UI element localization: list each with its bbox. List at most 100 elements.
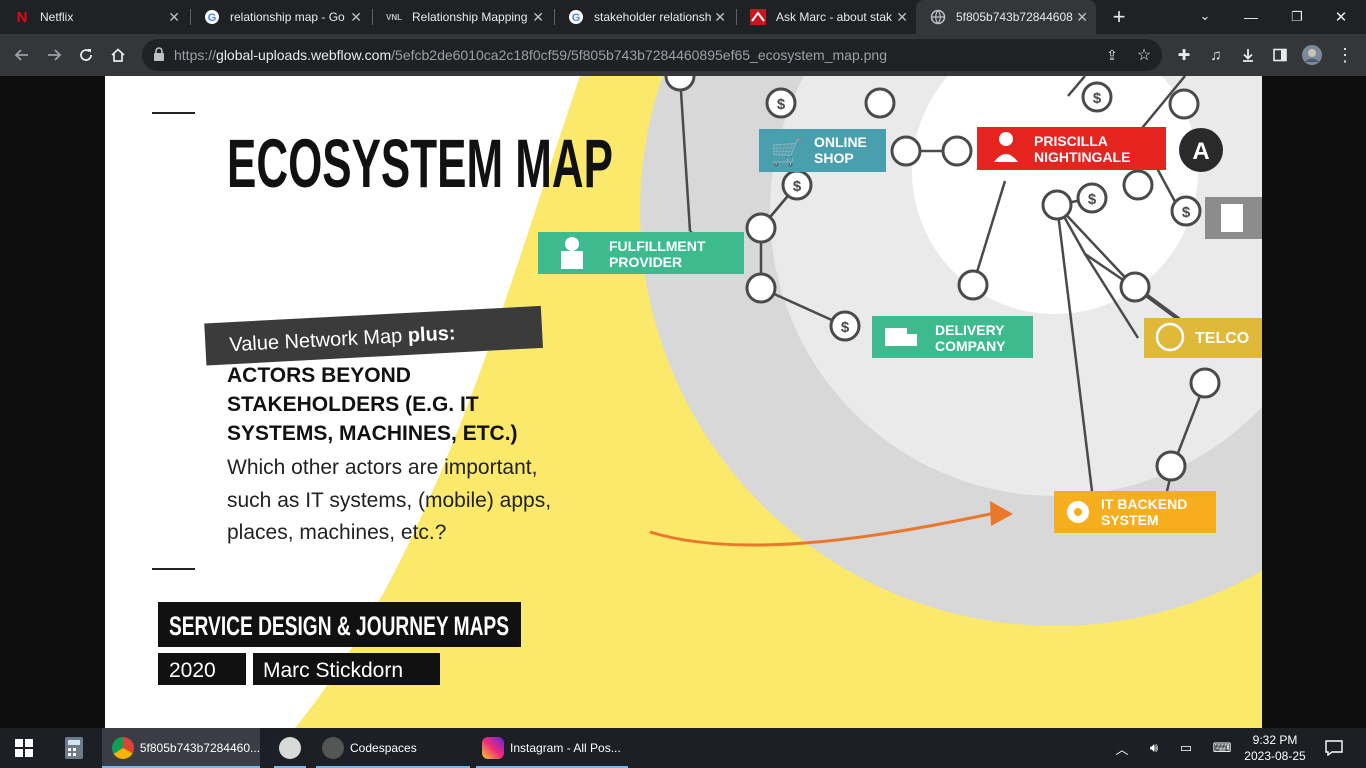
- keyboard-icon[interactable]: ⌨︎: [1212, 740, 1232, 755]
- calculator-icon[interactable]: [56, 728, 92, 768]
- back-button[interactable]: [10, 43, 34, 67]
- persona-body-glyph: [994, 154, 1018, 162]
- reload-button[interactable]: [74, 43, 98, 67]
- windows-logo-icon: [15, 739, 33, 757]
- menu-kebab-icon[interactable]: ⋮: [1336, 44, 1354, 65]
- taskbar-item-yandex[interactable]: [270, 728, 310, 768]
- marc-icon: [750, 9, 766, 25]
- icon-glyphs: $ $ $ $ $ $: [777, 90, 1191, 336]
- taskbar-item-label: Instagram - All Pos...: [510, 741, 621, 755]
- tray-chevron-up-icon[interactable]: ︿: [1115, 741, 1129, 757]
- tab-title: Relationship Mapping: [412, 10, 528, 24]
- tab-relationship-mapping[interactable]: VNL Relationship Mapping ✕: [372, 0, 552, 34]
- fulfillment-label-2: PROVIDER: [609, 254, 682, 270]
- lock-icon[interactable]: [153, 47, 165, 66]
- dollar-node-icon: [829, 310, 861, 342]
- dollar-glyph: $: [1093, 90, 1102, 107]
- node-online-shop: 🛒 ONLINE SHOP: [759, 129, 886, 172]
- node-delivery-company: DELIVERY COMPANY: [872, 316, 1033, 358]
- tab-title: 5f805b743b72844608: [956, 10, 1073, 24]
- cart-glyph: 🛒: [771, 137, 803, 167]
- volume-icon[interactable]: 🔊︎: [1149, 740, 1159, 755]
- new-tab-button[interactable]: +: [1112, 4, 1126, 29]
- close-icon[interactable]: ✕: [1076, 8, 1088, 25]
- bottom-rule: [152, 568, 195, 570]
- truck-body-glyph: [885, 328, 907, 346]
- dollar-node-icon: [1170, 195, 1202, 227]
- tab-netflix[interactable]: N Netflix ✕: [0, 0, 188, 34]
- yandex-icon: [279, 737, 301, 759]
- worker-head-glyph: [565, 237, 579, 251]
- clock[interactable]: 9:32 PM 2023-08-25: [1240, 728, 1310, 768]
- media-control-icon[interactable]: ♫: [1210, 46, 1222, 64]
- restore-button[interactable]: ❐: [1291, 9, 1303, 24]
- page-title: ECOSYSTEM MAP: [227, 125, 613, 202]
- close-icon[interactable]: ✕: [714, 8, 726, 25]
- book-year: 2020: [169, 659, 216, 682]
- tab-title: Ask Marc - about stak: [776, 10, 893, 24]
- document-node-icon: [1041, 189, 1073, 221]
- dollar-node-icon: [1081, 81, 1113, 113]
- minimize-button[interactable]: —: [1244, 9, 1258, 25]
- network-icon[interactable]: ▭: [1179, 740, 1193, 755]
- close-icon[interactable]: ✕: [896, 8, 908, 25]
- tab-ecosystem-map-active[interactable]: 5f805b743b72844608 ✕: [916, 0, 1096, 34]
- extensions-puzzle-icon[interactable]: ✚: [1177, 47, 1191, 64]
- top-rule: [152, 112, 195, 114]
- svg-text:G: G: [572, 12, 581, 24]
- delivery-label-1: DELIVERY: [935, 322, 1005, 338]
- taskbar-item-instagram[interactable]: Instagram - All Pos...: [476, 728, 628, 768]
- truck-cab-glyph: [907, 334, 917, 346]
- it-backend-label-2: SYSTEM: [1101, 512, 1159, 528]
- fulfillment-label-1: FULFILLMENT: [609, 238, 706, 254]
- person-node-icon: [1168, 88, 1200, 120]
- close-window-button[interactable]: ✕: [1334, 9, 1348, 26]
- close-icon[interactable]: ✕: [350, 8, 362, 25]
- book-title-badge: [158, 602, 521, 647]
- google-icon: G: [568, 9, 584, 25]
- heading-line-3: SYSTEMS, MACHINES, ETC.): [227, 422, 518, 445]
- start-button[interactable]: [0, 728, 48, 768]
- tab-strip: N Netflix ✕ G relationship map - Go ✕ VN…: [0, 0, 1366, 34]
- close-icon[interactable]: ✕: [168, 8, 180, 25]
- taskbar-item-codespaces[interactable]: Codespaces: [316, 728, 470, 768]
- tab-relationship-map[interactable]: G relationship map - Go ✕: [190, 0, 370, 34]
- taskbar-item-label: 5f805b743b7284460...: [139, 741, 260, 755]
- tab-ask-marc[interactable]: Ask Marc - about stak ✕: [736, 0, 916, 34]
- home-icon: [111, 48, 125, 62]
- bookmark-star-icon[interactable]: ☆: [1136, 47, 1152, 64]
- tab-separator: [554, 9, 555, 25]
- url-host: global-uploads.webflow.com: [216, 47, 392, 63]
- tab-stakeholder-relationship[interactable]: G stakeholder relationsh ✕: [554, 0, 734, 34]
- dollar-glyph: $: [777, 96, 786, 113]
- address-bar[interactable]: https://global-uploads.webflow.com/5efcb…: [142, 39, 1162, 71]
- ecosystem-map-graphic: $ $ $ $ $ $ 🛒 ONLINE SHOP PRISCILLA NIGH…: [152, 76, 1262, 728]
- side-panel-icon[interactable]: [1268, 43, 1292, 67]
- persona-head-glyph: [999, 132, 1013, 146]
- ecosystem-map-image: $ $ $ $ $ $ 🛒 ONLINE SHOP PRISCILLA NIGH…: [105, 76, 1262, 728]
- node-telco: TELCO: [1144, 318, 1262, 358]
- forward-button[interactable]: [42, 43, 66, 67]
- arrow-left-icon: [14, 49, 28, 61]
- tab-separator: [372, 9, 373, 25]
- notification-icon[interactable]: [1318, 728, 1350, 768]
- browser-toolbar: https://global-uploads.webflow.com/5efcb…: [0, 34, 1366, 76]
- globe-glyph: [1155, 322, 1185, 352]
- node-priscilla-nightingale: PRISCILLA NIGHTINGALE: [977, 127, 1166, 170]
- clock-time: 9:32 PM: [1252, 733, 1298, 747]
- close-icon[interactable]: ✕: [532, 8, 544, 25]
- share-icon[interactable]: ⇪: [1106, 46, 1118, 63]
- tab-search-chevron-icon[interactable]: ⌄: [1199, 8, 1211, 23]
- dollar-glyph: $: [841, 319, 850, 336]
- person-node-icon: [664, 76, 696, 92]
- body-line-2: such as IT systems, (mobile) apps,: [227, 489, 551, 512]
- download-icon[interactable]: [1236, 43, 1260, 67]
- taskbar-item-chrome[interactable]: 5f805b743b7284460...: [102, 728, 260, 768]
- book-author: Marc Stickdorn: [263, 659, 403, 682]
- orange-arrow-head: [990, 501, 1013, 526]
- telco-label: TELCO: [1195, 330, 1249, 347]
- dollar-glyph: $: [1182, 204, 1191, 221]
- home-button[interactable]: [106, 43, 130, 67]
- online-shop-label-2: SHOP: [814, 150, 854, 166]
- profile-avatar[interactable]: [1300, 43, 1324, 67]
